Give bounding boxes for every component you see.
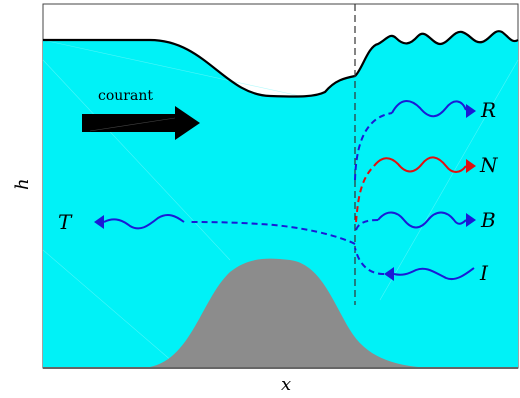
wave-T-label: T <box>58 210 73 234</box>
wave-N <box>355 156 476 223</box>
h-axis-label: h <box>12 178 33 190</box>
free-surface-line <box>43 30 519 98</box>
wave-I-label: I <box>479 261 489 285</box>
water-shading <box>42 39 519 369</box>
wave-R-label: R <box>480 98 496 122</box>
arrow-highlight <box>89 117 176 132</box>
wave-B <box>355 211 476 231</box>
wave-R <box>354 100 476 181</box>
x-axis-label: x <box>281 374 291 395</box>
wave-N-label: N <box>479 153 499 177</box>
wave-B-label: B <box>480 208 496 232</box>
wave-T <box>94 214 356 245</box>
bottom-obstacle <box>140 258 430 368</box>
current-label: courant <box>98 88 153 104</box>
wave-I <box>354 247 475 281</box>
